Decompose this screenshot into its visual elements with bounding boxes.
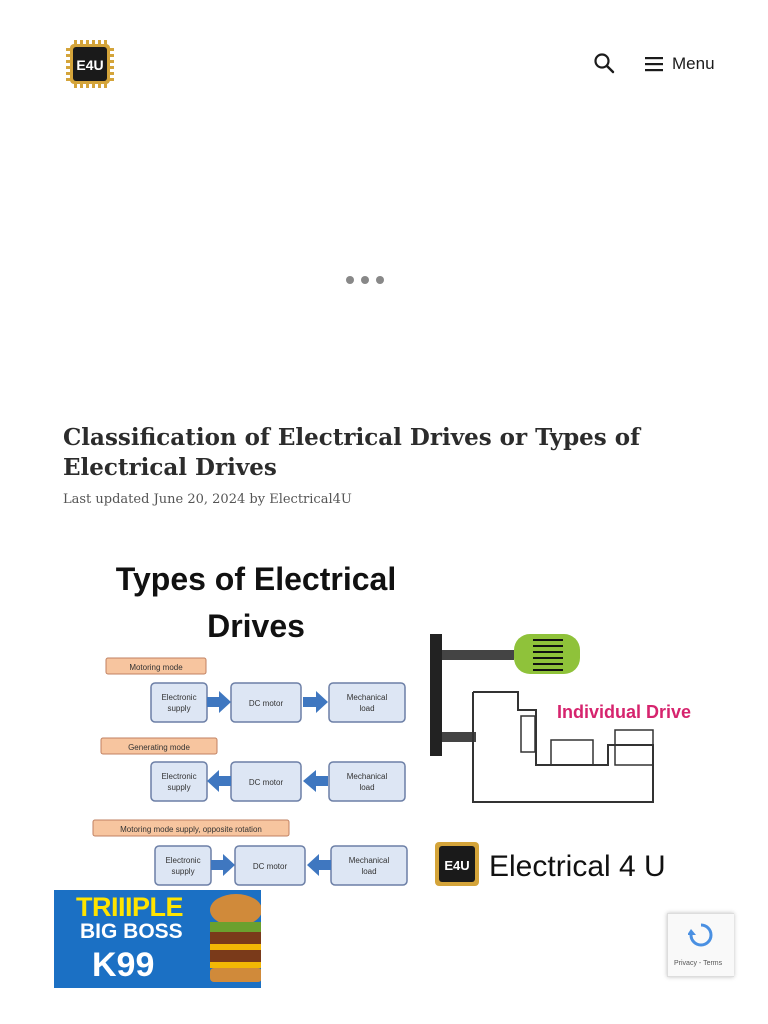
site-header: E4U Menu	[0, 0, 768, 130]
arrow-right-icon	[211, 854, 235, 876]
ad-loading-indicator	[346, 276, 384, 284]
menu-label: Menu	[672, 54, 715, 73]
box-label: load	[359, 704, 374, 713]
mode-label: Motoring mode supply, opposite rotation	[120, 825, 262, 834]
featured-brand-text: Electrical 4 U	[489, 850, 666, 883]
logo-text: E4U	[76, 57, 103, 73]
mode-label: Motoring mode	[129, 663, 183, 672]
article-title: Classification of Electrical Drives or T…	[63, 424, 640, 481]
individual-drive-illustration: Individual Drive	[430, 634, 691, 803]
box-label: DC motor	[249, 778, 284, 787]
recaptcha-links: Privacy - Terms	[674, 960, 722, 967]
burger-icon	[210, 894, 261, 982]
recaptcha-badge[interactable]: Privacy - Terms	[667, 913, 734, 977]
box-label: Electronic	[161, 693, 196, 702]
ad-headline: TRIIIPLE	[76, 892, 184, 922]
arrow-left-icon	[307, 854, 331, 876]
loading-dot	[346, 276, 354, 284]
menu-button[interactable]: Menu	[644, 50, 715, 78]
featured-brand-mark: E4U Electrical 4 U	[435, 842, 666, 886]
loading-dot	[376, 276, 384, 284]
motor-icon	[514, 634, 580, 674]
box-label: load	[361, 867, 376, 876]
search-icon	[594, 53, 615, 74]
box-label: Mechanical	[347, 693, 388, 702]
arrow-right-icon	[207, 691, 231, 713]
featured-title-line1: Types of Electrical	[116, 561, 396, 597]
meta-date: June 20, 2024	[153, 492, 246, 507]
meta-prefix: Last updated	[63, 492, 150, 507]
box-label: DC motor	[253, 862, 288, 871]
banner-advertisement[interactable]: TRIIIPLE BIG BOSS K99	[54, 890, 261, 988]
featured-image: Types of Electrical Drives Motoring mode…	[63, 540, 713, 892]
motoring-mode-diagram: Motoring mode Electronic supply DC motor…	[105, 657, 406, 723]
ad-price: K99	[92, 946, 155, 984]
box-label: supply	[171, 867, 194, 876]
mode-label: Generating mode	[128, 743, 190, 752]
box-label: Mechanical	[349, 856, 390, 865]
featured-title-line2: Drives	[207, 608, 305, 644]
arrow-left-icon	[303, 770, 328, 792]
box-label: load	[359, 783, 374, 792]
terms-link[interactable]: Terms	[703, 960, 723, 967]
individual-drive-label: Individual Drive	[557, 702, 691, 722]
article-meta: Last updated June 20, 2024 by Electrical…	[63, 492, 352, 507]
hamburger-icon	[645, 57, 663, 72]
arrow-left-icon	[207, 770, 231, 792]
meta-author[interactable]: Electrical4U	[269, 492, 352, 507]
box-label: supply	[167, 704, 190, 713]
link-separator: -	[696, 960, 704, 967]
meta-by: by	[249, 492, 266, 507]
site-logo[interactable]: E4U	[66, 40, 114, 88]
box-label: Mechanical	[347, 772, 388, 781]
box-label: Electronic	[165, 856, 200, 865]
generating-mode-diagram: Generating mode Electronic supply DC mot…	[100, 737, 406, 802]
privacy-link[interactable]: Privacy	[674, 960, 697, 967]
box-label: supply	[167, 783, 190, 792]
chip-logo-icon: E4U	[66, 40, 114, 88]
box-label: Electronic	[161, 772, 196, 781]
recaptcha-icon	[688, 923, 713, 947]
reverse-motoring-mode-diagram: Motoring mode supply, opposite rotation …	[92, 819, 408, 886]
box-label: DC motor	[249, 699, 284, 708]
featured-logo-text: E4U	[444, 858, 469, 873]
arrow-right-icon	[303, 691, 328, 713]
loading-dot	[361, 276, 369, 284]
ad-subheadline: BIG BOSS	[80, 920, 183, 943]
search-button[interactable]	[592, 51, 616, 75]
